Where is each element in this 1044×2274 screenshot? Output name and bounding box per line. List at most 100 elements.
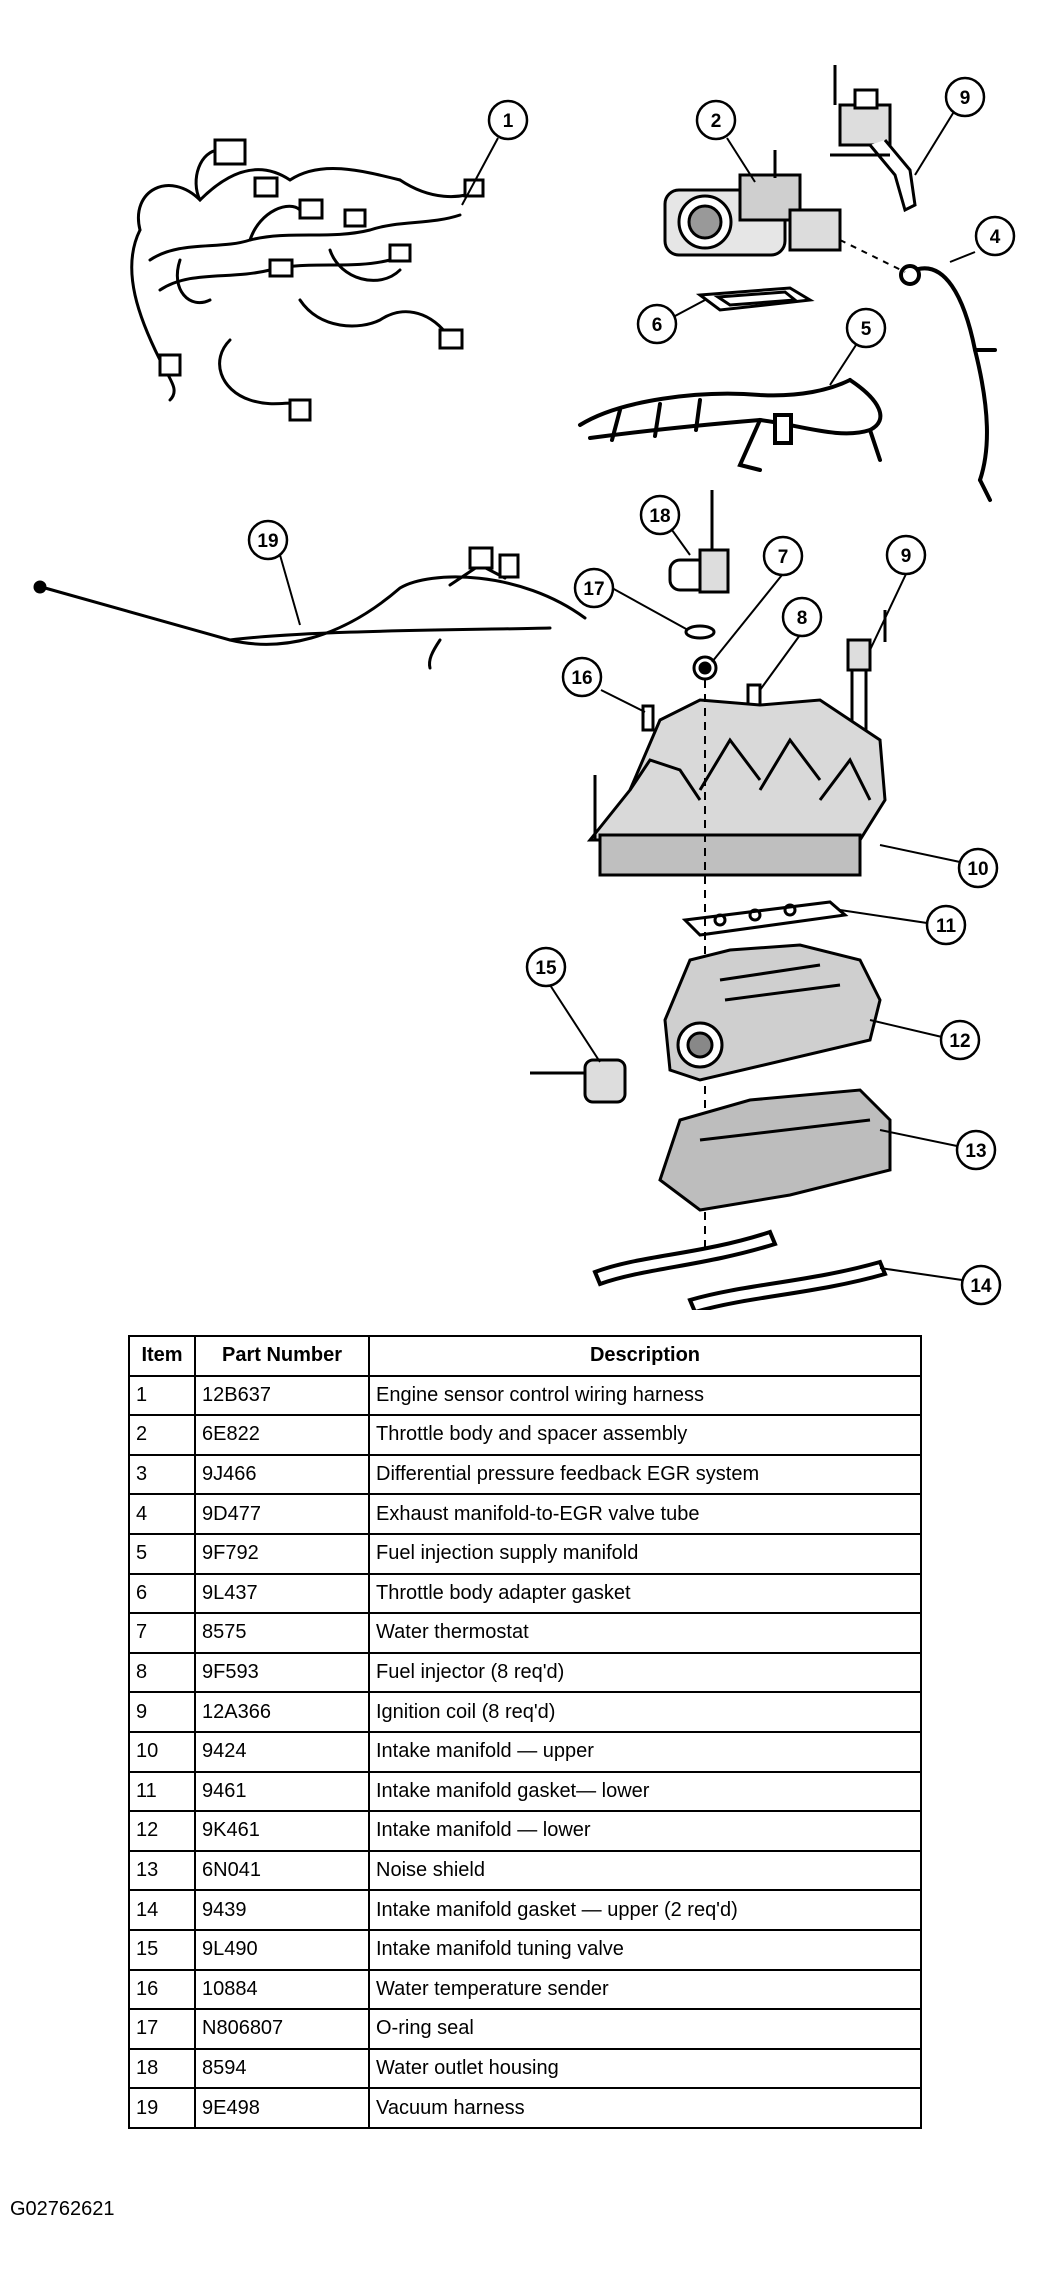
callouts: 1 2 4 5 6 7 8 9 9 10 11 12 13 14 15 16 1… bbox=[247, 76, 1016, 1306]
cell-description: Fuel injector (8 req'd) bbox=[368, 1651, 922, 1694]
callout-9-lower: 9 bbox=[885, 534, 927, 576]
svg-text:2: 2 bbox=[711, 111, 722, 132]
svg-text:18: 18 bbox=[649, 506, 670, 527]
table-header-row: Item Part Number Description bbox=[128, 1335, 922, 1377]
callout-12: 12 bbox=[939, 1019, 981, 1061]
svg-text:15: 15 bbox=[535, 958, 557, 979]
cell-description: Intake manifold tuning valve bbox=[368, 1928, 922, 1971]
cell-item: 19 bbox=[128, 2087, 196, 2129]
svg-text:11: 11 bbox=[936, 916, 957, 937]
cell-description: O-ring seal bbox=[368, 2008, 922, 2050]
callout-10: 10 bbox=[957, 847, 999, 889]
cell-item: 10 bbox=[128, 1730, 196, 1773]
cell-description: Fuel injection supply manifold bbox=[368, 1532, 922, 1575]
callout-7: 7 bbox=[762, 535, 804, 577]
part-egr-regulator bbox=[830, 65, 917, 213]
callout-1: 1 bbox=[487, 99, 529, 141]
cell-item: 18 bbox=[128, 2047, 196, 2090]
cell-part-number: 9F792 bbox=[194, 1532, 370, 1575]
cell-item: 12 bbox=[128, 1810, 196, 1852]
part-tuning-valve bbox=[530, 1058, 627, 1104]
cell-item: 8 bbox=[128, 1651, 196, 1694]
cell-item: 1 bbox=[128, 1374, 196, 1417]
cell-item: 4 bbox=[128, 1493, 196, 1535]
svg-text:9: 9 bbox=[960, 88, 971, 109]
cell-part-number: 12A366 bbox=[194, 1691, 370, 1733]
callout-19: 19 bbox=[247, 519, 289, 561]
svg-text:12: 12 bbox=[949, 1031, 970, 1052]
cell-description: Intake manifold — upper bbox=[368, 1730, 922, 1773]
part-vacuum-harness bbox=[33, 546, 587, 670]
cell-item: 3 bbox=[128, 1453, 196, 1496]
part-fuel-rail bbox=[578, 378, 883, 472]
cell-item: 6 bbox=[128, 1572, 196, 1615]
cell-description: Ignition coil (8 req'd) bbox=[368, 1691, 922, 1733]
cell-item: 14 bbox=[128, 1889, 196, 1931]
svg-text:8: 8 bbox=[797, 608, 808, 629]
part-upper-gaskets bbox=[592, 1229, 888, 1310]
col-header-description: Description bbox=[368, 1335, 922, 1377]
cell-part-number: 9E498 bbox=[194, 2087, 370, 2129]
cell-description: Throttle body adapter gasket bbox=[368, 1572, 922, 1615]
svg-text:14: 14 bbox=[970, 1276, 992, 1297]
cell-item: 13 bbox=[128, 1849, 196, 1892]
cell-item: 16 bbox=[128, 1968, 196, 2011]
svg-text:17: 17 bbox=[583, 579, 604, 600]
part-temp-sender bbox=[641, 704, 655, 732]
svg-text:9: 9 bbox=[901, 546, 912, 567]
part-lower-intake-manifold bbox=[663, 943, 882, 1082]
callout-13: 13 bbox=[955, 1129, 997, 1171]
part-adapter-gasket bbox=[695, 286, 815, 312]
callout-15: 15 bbox=[525, 946, 567, 988]
cell-part-number: 12B637 bbox=[194, 1374, 370, 1417]
callout-18: 18 bbox=[639, 494, 681, 536]
svg-text:6: 6 bbox=[652, 315, 663, 336]
cell-item: 15 bbox=[128, 1928, 196, 1971]
cell-description: Water thermostat bbox=[368, 1612, 922, 1654]
cell-part-number: 9439 bbox=[194, 1889, 370, 1931]
svg-text:5: 5 bbox=[861, 319, 872, 340]
part-egr-tube bbox=[899, 264, 997, 502]
callout-17: 17 bbox=[573, 567, 615, 609]
cell-item: 2 bbox=[128, 1414, 196, 1456]
callout-16: 16 bbox=[561, 656, 603, 698]
callout-4: 4 bbox=[974, 215, 1016, 257]
cell-part-number: 9D477 bbox=[194, 1493, 370, 1535]
callout-11: 11 bbox=[925, 904, 967, 946]
svg-text:7: 7 bbox=[778, 547, 789, 568]
svg-text:19: 19 bbox=[257, 531, 278, 552]
cell-part-number: 9L437 bbox=[194, 1572, 370, 1615]
part-throttle-body bbox=[663, 150, 842, 257]
cell-part-number: 8594 bbox=[194, 2047, 370, 2090]
cell-description: Water outlet housing bbox=[368, 2047, 922, 2090]
part-o-ring bbox=[684, 624, 716, 640]
figure-id: G02762621 bbox=[10, 2198, 115, 2220]
egr-connection-line bbox=[839, 239, 906, 273]
callout-8: 8 bbox=[781, 596, 823, 638]
callout-9-top: 9 bbox=[944, 76, 986, 118]
cell-item: 17 bbox=[128, 2008, 196, 2050]
cell-part-number: 9L490 bbox=[194, 1928, 370, 1971]
cell-part-number: 6E822 bbox=[194, 1414, 370, 1456]
svg-text:16: 16 bbox=[571, 668, 592, 689]
part-thermostat bbox=[692, 655, 718, 681]
cell-description: Intake manifold — lower bbox=[368, 1810, 922, 1852]
part-lower-gasket bbox=[681, 900, 849, 937]
callout-14: 14 bbox=[960, 1264, 1002, 1306]
cell-part-number: 9K461 bbox=[194, 1810, 370, 1852]
callout-5: 5 bbox=[845, 307, 887, 349]
part-water-outlet bbox=[668, 490, 730, 594]
